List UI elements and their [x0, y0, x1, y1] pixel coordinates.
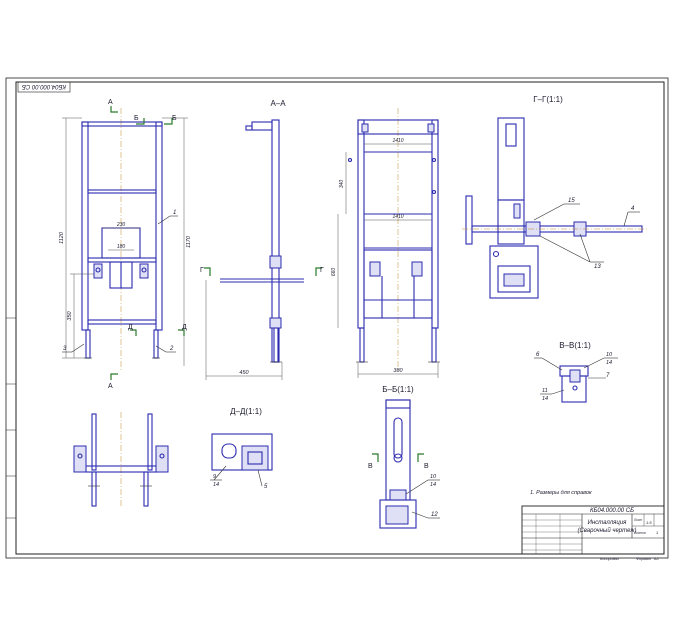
- balloon-11: 11: [542, 388, 548, 394]
- rear-view: 1410 1410 340 660 380: [331, 108, 440, 378]
- sheets-label: Листов: [633, 531, 646, 535]
- balloon-5: 5: [264, 484, 268, 490]
- dim-frame-width-2: 1410: [392, 214, 403, 220]
- balloon-7: 7: [606, 373, 610, 379]
- section-aa-view: А–А 450 Г Г: [200, 99, 324, 380]
- bb-balloon-10: 10: [430, 474, 437, 480]
- sheet-frame: [5, 77, 669, 559]
- cut-g-right: Г: [320, 267, 324, 274]
- dim-overall-height: 1120: [59, 231, 65, 244]
- balloon-10-sub: 14: [606, 360, 612, 366]
- balloon-4: 4: [631, 206, 635, 212]
- dim-side-width: 450: [239, 370, 249, 376]
- view-label-bb: Б–Б(1:1): [382, 385, 414, 394]
- dim-frame-height-2: 660: [331, 268, 337, 277]
- section-vv-view: В–В(1:1) 6 10 14 7 11 14: [534, 341, 618, 403]
- view-label-vv: В–В(1:1): [559, 341, 591, 350]
- format-label: Формат: [636, 557, 651, 561]
- balloon-15: 15: [568, 198, 575, 204]
- balloon-10: 10: [606, 352, 613, 358]
- section-gg-view: Г–Г(1:1) 15 4 13: [462, 95, 648, 299]
- dim-right-height: 1170: [186, 235, 192, 248]
- section-dd-view: Д–Д(1:1) 9 14 5: [210, 407, 273, 490]
- cut-b-left: Б: [134, 115, 139, 122]
- sheets-value: 1: [656, 530, 658, 535]
- scale-value: 1:5: [646, 520, 652, 525]
- top-stamp: КБ04.000.00 СБ: [17, 81, 71, 93]
- format-value: A3: [653, 557, 660, 561]
- cut-g-left: Г: [200, 267, 204, 274]
- title-designation: КБ04.000.00 СБ: [590, 508, 634, 514]
- dim-inner-width: 230: [116, 222, 126, 228]
- cut-d-right: Д: [182, 324, 187, 331]
- view-label-gg: Г–Г(1:1): [533, 95, 563, 104]
- balloon-3: 3: [63, 346, 67, 352]
- view-label-aa: А–А: [270, 99, 286, 108]
- title-line-1: Инсталляция: [588, 520, 628, 526]
- balloon-2: 2: [169, 346, 174, 352]
- front-view: 1120 350 1170 230 180 1 2 3 А А Б Б Д Д: [59, 99, 192, 390]
- bb-balloon-12: 12: [431, 512, 438, 518]
- cut-d-left: Д: [128, 324, 133, 331]
- balloon-11-sub: 14: [542, 396, 548, 402]
- bb-balloon-10-sub: 14: [430, 482, 436, 488]
- balloon-13: 13: [594, 264, 601, 270]
- balloon-9: 9: [213, 474, 216, 480]
- title-line-2: (Сварочный чертеж): [577, 527, 636, 534]
- dim-small-width: 180: [117, 244, 126, 250]
- cut-a-top: А: [108, 99, 113, 106]
- title-block: КБ04.000.00 СБ Инсталляция (Сварочный че…: [521, 505, 665, 561]
- dim-front-width: 380: [393, 368, 403, 374]
- sheet-label: Лист: [633, 518, 643, 522]
- balloon-6: 6: [536, 352, 540, 358]
- cut-a-bottom: А: [108, 383, 113, 390]
- top-down-view: [73, 412, 169, 508]
- copy-label: Копировал: [600, 557, 620, 561]
- balloon-9-sub: 14: [213, 482, 219, 488]
- dim-lower-height: 350: [67, 310, 73, 320]
- cut-v-left: В: [368, 463, 373, 470]
- dim-frame-width-1: 1410: [392, 138, 403, 144]
- cut-v-right: В: [424, 463, 429, 470]
- dim-frame-height-1: 340: [339, 180, 345, 189]
- cut-b-right: Б: [172, 115, 177, 122]
- note-text: 1. Размеры для справок: [530, 490, 592, 496]
- stamp-designation: КБ04.000.00 СБ: [22, 83, 66, 89]
- view-label-dd: Д–Д(1:1): [230, 407, 262, 416]
- section-bb-view: В В 10 14 12 Б–Б(1:1): [368, 385, 440, 529]
- balloon-1: 1: [173, 210, 176, 216]
